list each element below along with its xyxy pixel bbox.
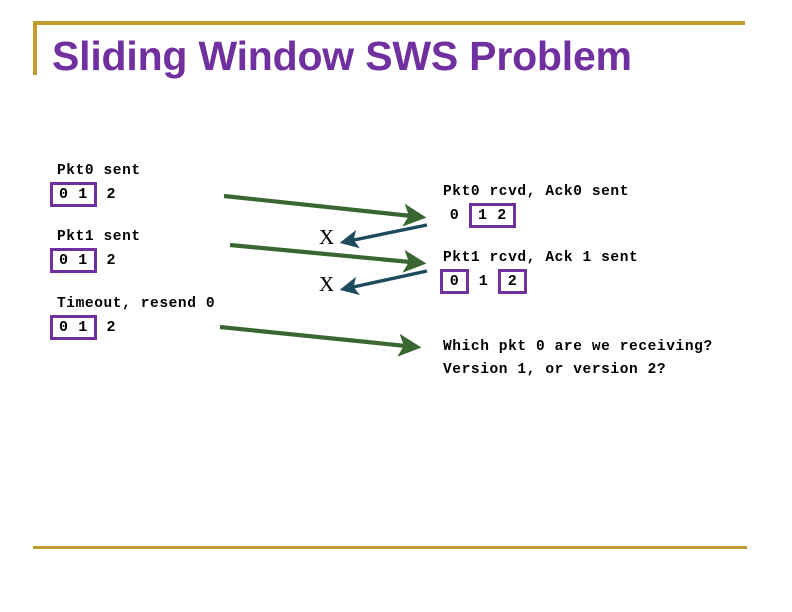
receiver-window-0-cell-plain: 0	[449, 207, 460, 224]
receiver-window-0-cell-boxed: 1 2	[478, 207, 507, 224]
sender-window-1: 0 1 2	[50, 248, 126, 273]
receiver-event-label-0: Pkt0 rcvd, Ack0 sent	[443, 184, 630, 200]
sender-window-2-cell-boxed: 0 1	[59, 319, 88, 336]
receiver-window-1-boxed-group-b: 2	[498, 269, 527, 294]
receiver-window-1: 0 1 2	[440, 269, 527, 294]
sender-window-1-plain-group: 2	[97, 248, 126, 273]
sender-window-2: 0 1 2	[50, 315, 126, 340]
receiver-window-0-boxed-group: 1 2	[469, 203, 516, 228]
receiver-window-1-plain-group: 1	[469, 269, 498, 294]
loss-marker-ack0: X	[319, 225, 335, 249]
receiver-window-0: 0 1 2	[440, 203, 516, 228]
ack-arrow-ack0-lost	[339, 223, 428, 249]
receiver-window-1-boxed-group-a: 0	[440, 269, 469, 294]
sender-event-label-0: Pkt0 sent	[57, 163, 141, 179]
receiver-window-0-plain-group: 0	[440, 203, 469, 228]
receiver-question-line-1: Which pkt 0 are we receiving?	[443, 339, 713, 355]
sender-window-0-boxed-group: 0 1	[50, 182, 97, 207]
sender-event-label-2: Timeout, resend 0	[57, 296, 216, 312]
receiver-question-line-2: Version 1, or version 2?	[443, 362, 667, 378]
sender-window-0-cell-plain: 2	[106, 186, 117, 203]
loss-marker-ack1: X	[319, 272, 335, 296]
sender-window-1-boxed-group: 0 1	[50, 248, 97, 273]
ack-arrow-ack1-lost	[339, 269, 428, 296]
sender-window-1-cell-plain: 2	[106, 252, 117, 269]
data-arrow-pkt0	[223, 193, 427, 227]
receiver-window-1-cell-boxed-2: 2	[507, 273, 518, 290]
data-arrow-pkt0-resend	[219, 324, 422, 357]
sender-window-0-cell-boxed: 0 1	[59, 186, 88, 203]
sender-window-2-cell-plain: 2	[106, 319, 117, 336]
footer-rule	[33, 546, 747, 549]
title-rule-top	[33, 21, 745, 25]
sender-window-1-cell-boxed: 0 1	[59, 252, 88, 269]
title-rule-left	[33, 21, 37, 75]
sender-window-0-plain-group: 2	[97, 182, 126, 207]
slide-title: Sliding Window SWS Problem	[52, 33, 632, 79]
sender-window-2-boxed-group: 0 1	[50, 315, 97, 340]
sender-event-label-1: Pkt1 sent	[57, 229, 141, 245]
receiver-window-1-cell-boxed-0: 0	[449, 273, 460, 290]
receiver-event-label-1: Pkt1 rcvd, Ack 1 sent	[443, 250, 639, 266]
sender-window-2-plain-group: 2	[97, 315, 126, 340]
sender-window-0: 0 1 2	[50, 182, 126, 207]
receiver-window-1-cell-plain: 1	[478, 273, 489, 290]
